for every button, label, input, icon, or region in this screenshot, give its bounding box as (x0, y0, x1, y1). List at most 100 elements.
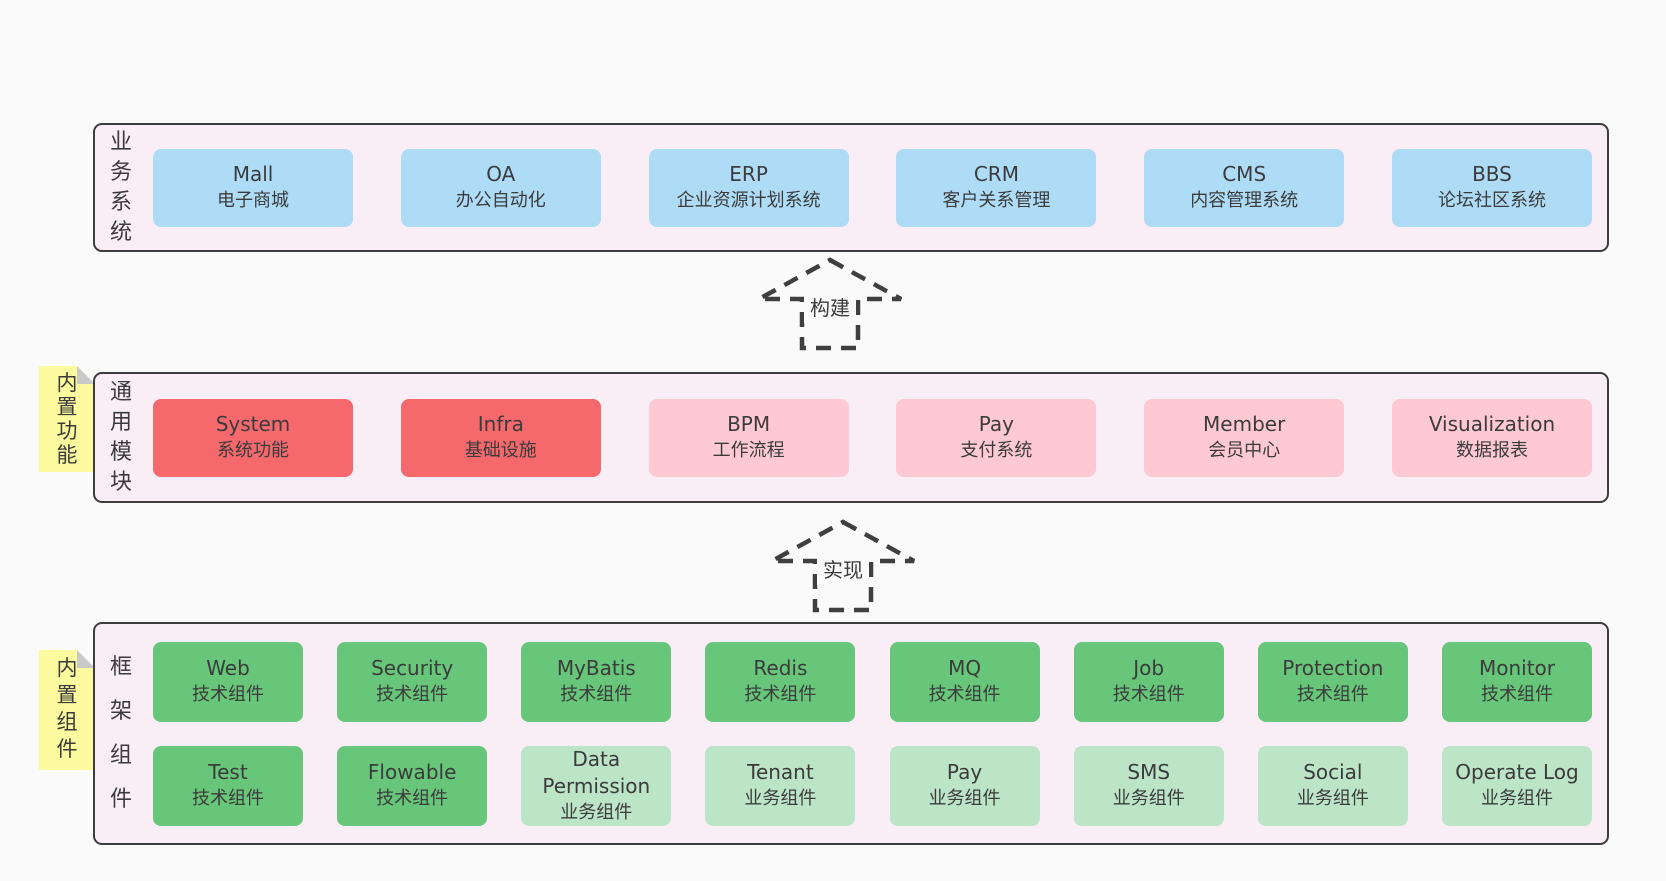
module-subtitle: 技术组件 (560, 684, 633, 705)
module-box-pay: Pay 业务组件 (889, 745, 1040, 826)
module-name: Job (1133, 656, 1165, 680)
module-name: System (215, 412, 291, 436)
sticky-note-label: 内置组件 (56, 656, 78, 761)
module-name: Pay (946, 760, 983, 784)
module-name: BPM (727, 412, 771, 436)
module-subtitle: 企业资源计划系统 (676, 190, 821, 211)
module-name: Mall (232, 162, 274, 186)
section-label-business-systems: 业务系统 (109, 129, 132, 245)
module-subtitle: 客户关系管理 (942, 190, 1051, 211)
build-arrow: 构建 (755, 256, 905, 352)
build-arrow-label: 构建 (804, 294, 856, 323)
module-box-pay: Pay 支付系统 (896, 398, 1097, 477)
module-subtitle: 技术组件 (192, 684, 264, 705)
implement-arrow: 实现 (768, 518, 918, 614)
module-subtitle: 技术组件 (1480, 684, 1553, 705)
module-name: ERP (729, 162, 768, 186)
module-box-bpm: BPM 工作流程 (648, 398, 849, 477)
module-box-monitor: Monitor 技术组件 (1441, 641, 1592, 722)
section-label-framework-components: 框架组件 (109, 654, 132, 812)
module-subtitle: 技术组件 (928, 684, 1001, 705)
dashed-up-arrow-icon (770, 519, 916, 613)
module-box-flowable: Flowable 技术组件 (337, 745, 488, 826)
module-subtitle: 技术组件 (1296, 684, 1369, 705)
module-subtitle: 业务组件 (744, 788, 817, 809)
module-box-visualization: Visualization 数据报表 (1391, 398, 1592, 477)
module-name: CMS (1222, 162, 1267, 186)
module-name: Data Permission (542, 746, 651, 798)
sticky-note-label: 内置功能 (56, 371, 78, 467)
section-business-systems: 业务系统 Mall 电子商城 OA 办公自动化 ERP 企业资源计划系统 CRM 客户关系管理… (93, 123, 1609, 252)
section-label-common-modules: 通用模块 (109, 379, 132, 495)
module-subtitle: 业务组件 (1296, 788, 1369, 809)
module-name: Member (1203, 412, 1286, 436)
module-box-redis: Redis 技术组件 (705, 641, 856, 722)
module-name: Social (1303, 760, 1363, 784)
module-box-member: Member 会员中心 (1144, 398, 1345, 477)
module-name: MQ (948, 656, 982, 680)
module-subtitle: 系统功能 (217, 440, 289, 461)
module-subtitle: 论坛社区系统 (1437, 190, 1546, 211)
sticky-note-built-in-components: 内置组件 (39, 650, 95, 770)
module-subtitle: 办公自动化 (455, 190, 546, 211)
module-name: Protection (1282, 656, 1384, 680)
module-box-mall: Mall 电子商城 (153, 148, 353, 227)
module-box-tenant: Tenant 业务组件 (705, 745, 856, 826)
module-subtitle: 数据报表 (1455, 440, 1528, 461)
module-name: Monitor (1478, 656, 1555, 680)
module-subtitle: 工作流程 (712, 440, 785, 461)
module-subtitle: 电子商城 (217, 190, 289, 211)
module-name: Web (206, 656, 250, 680)
module-name: OA (486, 162, 516, 186)
module-box-system: System 系统功能 (153, 398, 353, 477)
module-subtitle: 技术组件 (376, 788, 449, 809)
module-name: Security (371, 656, 454, 680)
module-box-erp: ERP 企业资源计划系统 (648, 148, 849, 227)
module-subtitle: 技术组件 (744, 684, 817, 705)
module-box-mq: MQ 技术组件 (889, 641, 1040, 722)
module-box-cms: CMS 内容管理系统 (1144, 148, 1345, 227)
module-subtitle: 技术组件 (192, 788, 264, 809)
module-subtitle: 业务组件 (928, 788, 1001, 809)
module-name: Test (208, 760, 248, 784)
module-box-mybatis: MyBatis 技术组件 (521, 641, 672, 722)
module-subtitle: 业务组件 (1112, 788, 1185, 809)
module-name: MyBatis (556, 656, 636, 680)
sticky-note-built-in-features: 内置功能 (39, 366, 95, 472)
module-box-web: Web 技术组件 (153, 641, 303, 722)
module-box-oa: OA 办公自动化 (400, 148, 601, 227)
module-name: CRM (973, 162, 1019, 186)
module-name: Visualization (1428, 412, 1556, 436)
module-name: Operate Log (1455, 760, 1579, 784)
module-name: Pay (978, 412, 1015, 436)
module-subtitle: 技术组件 (1112, 684, 1185, 705)
module-box-crm: CRM 客户关系管理 (896, 148, 1097, 227)
module-subtitle: 业务组件 (1480, 788, 1553, 809)
implement-arrow-label: 实现 (817, 556, 869, 585)
module-box-data-permission: Data Permission 业务组件 (521, 745, 672, 826)
box-row-business-systems: Mall 电子商城 OA 办公自动化 ERP 企业资源计划系统 CRM 客户关系管理 CMS 内容… (153, 148, 1592, 227)
module-name: Redis (753, 656, 808, 680)
module-box-social: Social 业务组件 (1257, 745, 1408, 826)
module-subtitle: 内容管理系统 (1190, 190, 1299, 211)
module-name: Tenant (747, 760, 814, 784)
module-subtitle: 会员中心 (1208, 440, 1281, 461)
module-subtitle: 业务组件 (560, 801, 633, 823)
module-name: Flowable (367, 760, 457, 784)
module-box-protection: Protection 技术组件 (1257, 641, 1408, 722)
module-box-job: Job 技术组件 (1073, 641, 1224, 722)
module-subtitle: 支付系统 (960, 440, 1033, 461)
section-content: Mall 电子商城 OA 办公自动化 ERP 企业资源计划系统 CRM 客户关系管理 CMS 内容… (134, 148, 1607, 227)
dashed-up-arrow-icon (757, 257, 903, 351)
